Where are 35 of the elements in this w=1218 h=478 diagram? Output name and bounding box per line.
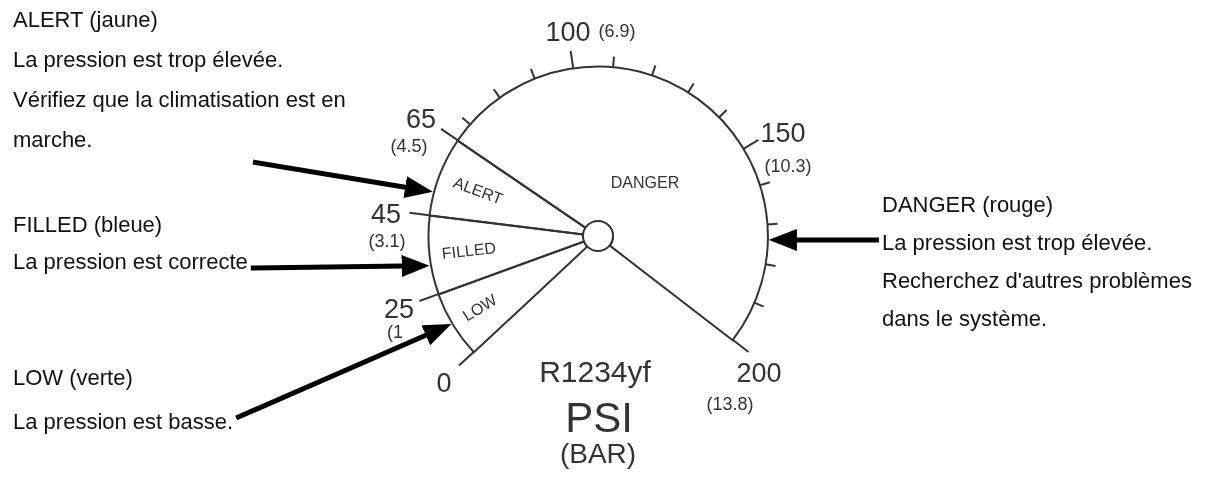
psi-value: 25	[384, 295, 414, 323]
gauge-sector	[427, 138, 588, 236]
description-text: Vérifiez que la climatisation est en marche.	[13, 86, 347, 154]
status-heading: FILLED (bleue)	[13, 211, 163, 239]
status-heading: DANGER (rouge)	[882, 191, 1054, 219]
zone-label: ALERT	[451, 174, 506, 208]
description-text: Recherchez d'autres problèmes dans le système.	[882, 267, 1193, 333]
refrigerant-label: R1234yf	[539, 357, 651, 387]
description-text: La pression est basse.	[13, 408, 234, 436]
unit-label: PSI	[565, 397, 633, 439]
bar-value: (10.3)	[764, 157, 812, 175]
description-text: La pression est trop élevée.	[882, 229, 1153, 257]
arrow	[768, 228, 879, 251]
arrow	[252, 159, 434, 199]
bar-value: (3.1)	[368, 232, 406, 250]
bar-value: (1	[387, 323, 403, 341]
description-text: La pression est correcte	[13, 248, 248, 276]
zone-label: FILLED	[440, 239, 497, 262]
arrow	[235, 321, 453, 421]
psi-value: 150	[760, 119, 806, 147]
zone-label: DANGER	[610, 175, 680, 191]
status-heading: LOW (verte)	[13, 364, 133, 392]
psi-value: 45	[371, 200, 401, 228]
arrow	[250, 255, 430, 278]
psi-value: 65	[406, 105, 436, 133]
psi-value: 200	[736, 359, 782, 387]
description-text: La pression est trop élevée.	[13, 46, 284, 74]
gauge-sector	[436, 239, 589, 354]
bar-value: (13.8)	[706, 395, 754, 413]
psi-value: 0	[436, 369, 452, 397]
psi-value: 100	[545, 18, 591, 46]
unit-label: (BAR)	[559, 440, 637, 468]
bar-value: (6.9)	[598, 22, 636, 40]
bar-value: (4.5)	[390, 137, 428, 155]
status-heading: ALERT (jaune)	[13, 6, 158, 34]
